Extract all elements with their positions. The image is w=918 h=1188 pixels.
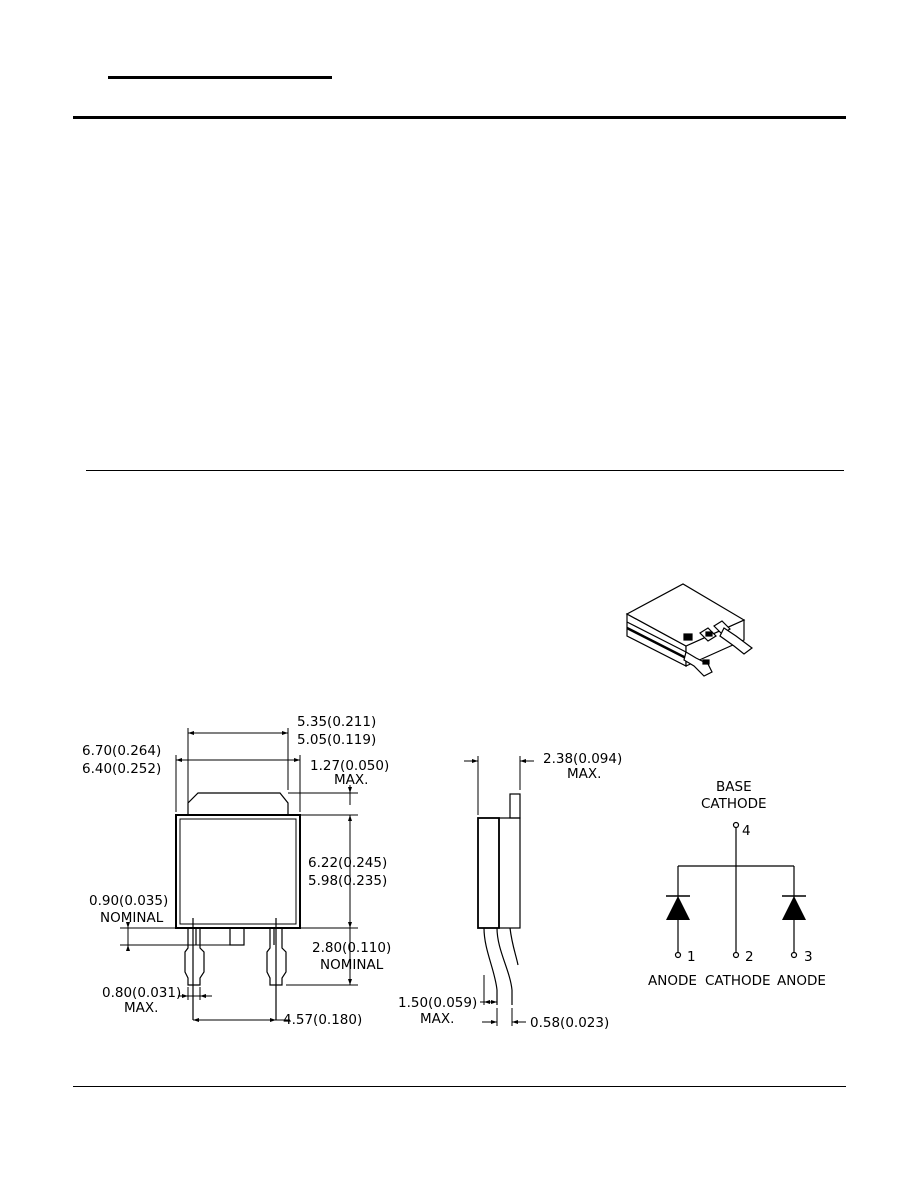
standoff-label: 0.90(0.035) — [89, 893, 168, 909]
foot-note: MAX. — [420, 1011, 454, 1027]
side-view-dimension-lines — [464, 756, 534, 1026]
pin-4-label: 4 — [742, 823, 751, 839]
pin-2-label: 2 — [745, 949, 754, 965]
diode-symbols — [666, 896, 806, 920]
tab-height-label: 1.27(0.050) — [310, 758, 389, 774]
body-width-min-label: 5.05(0.119) — [297, 732, 376, 748]
body-width-label: 5.35(0.211) — [297, 714, 376, 730]
top-view-outline — [175, 792, 301, 1020]
side-view-arrowheads — [472, 759, 526, 1024]
cathode-label: CATHODE — [705, 973, 771, 989]
standoff-note: NOMINAL — [100, 910, 164, 926]
lead-length-note: NOMINAL — [320, 957, 384, 973]
diode-schematic — [666, 821, 806, 959]
header-short-rule — [108, 76, 332, 79]
header-thick-rule — [73, 116, 846, 119]
side-view-outline — [477, 793, 521, 1005]
base-label: BASE — [716, 779, 752, 795]
lead-pitch-label: 4.57(0.180) — [283, 1012, 362, 1028]
lead-width-label: 0.80(0.031) — [102, 985, 181, 1001]
foot-label: 1.50(0.059) — [398, 995, 477, 1011]
section-divider — [86, 470, 844, 471]
footer-rule — [73, 1086, 846, 1087]
body-length-min-label: 5.98(0.235) — [308, 873, 387, 889]
body-length-label: 6.22(0.245) — [308, 855, 387, 871]
lead-width-note: MAX. — [124, 1000, 158, 1016]
anode-2-label: ANODE — [777, 973, 826, 989]
top-view-arrowheads — [126, 731, 352, 1022]
lead-length-label: 2.80(0.110) — [312, 940, 391, 956]
top-view-dimension-lines — [120, 728, 358, 1021]
side-height-label: 2.38(0.094) — [543, 751, 622, 767]
overall-width-label: 6.70(0.264) — [82, 743, 161, 759]
overall-width-min-label: 6.40(0.252) — [82, 761, 161, 777]
tab-height-note: MAX. — [334, 772, 368, 788]
side-height-note: MAX. — [567, 766, 601, 782]
base-cathode-label: CATHODE — [701, 796, 767, 812]
anode-1-label: ANODE — [648, 973, 697, 989]
package-3d-illustration — [625, 583, 753, 677]
lead-thickness-label: 0.58(0.023) — [530, 1015, 609, 1031]
pin-1-label: 1 — [687, 949, 696, 965]
pin-3-label: 3 — [804, 949, 813, 965]
